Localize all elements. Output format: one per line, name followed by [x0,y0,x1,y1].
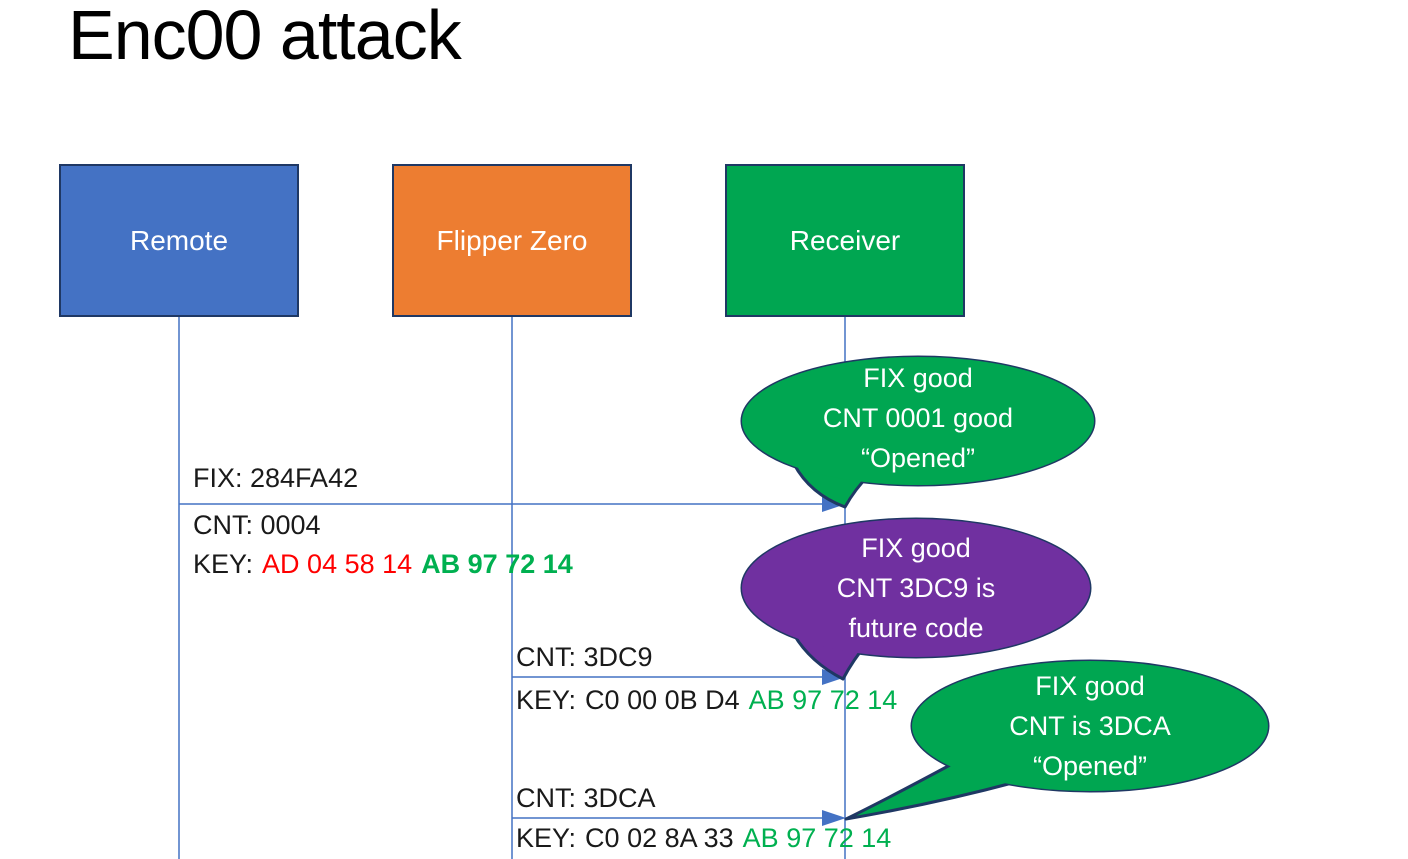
message-2-key-line: KEY: C0 00 0B D4 AB 97 72 14 [516,681,897,720]
message-1-key-line: KEY: AD 04 58 14 AB 97 72 14 [193,545,573,584]
callout-1-line-3: “Opened” [860,443,976,473]
callout-3-line-2: CNT is 3DCA [1009,711,1171,741]
actor-label-receiver: Receiver [789,224,901,256]
callout-3-line-3: “Opened” [1032,751,1148,781]
message-1-key-label: KEY: [193,549,254,579]
message-3-key-black-bytes: C0 02 8A 33 [585,823,734,853]
actor-box-remote: Remote [59,164,299,317]
message-3-key-green-bytes: AB 97 72 14 [742,823,892,853]
message-3-cnt-label: CNT: 3DCA [516,783,656,813]
message-3-key-label: KEY: [516,823,577,853]
callout-3-line-1: FIX good [1035,671,1145,701]
message-arrow-2-head [822,669,846,685]
actor-label-remote: Remote [129,224,229,256]
message-1-fix-label: FIX: 284FA42 [193,463,359,493]
callout-bubble-2-ellipse-fill [742,519,1090,657]
callout-bubble-3 [844,659,1270,821]
callout-text-2: FIX good CNT 3DC9 is future code [766,528,1066,648]
message-2-cnt-label: CNT: 3DC9 [516,642,653,672]
message-arrow-3 [512,810,846,826]
message-2-key-label: KEY: [516,685,577,715]
actor-box-receiver: Receiver [725,164,965,317]
callout-1-line-1: FIX good [863,363,973,393]
message-1-key-red-bytes: AD 04 58 14 [262,549,413,579]
callout-2-line-1: FIX good [861,533,971,563]
actor-box-flipper-zero: Flipper Zero [392,164,632,317]
message-2-key-black-bytes: C0 00 0B D4 [585,685,740,715]
callout-bubble-3-ellipse-fill [912,661,1268,791]
callout-1-line-2: CNT 0001 good [822,403,1014,433]
callout-text-1: FIX good CNT 0001 good “Opened” [768,358,1068,478]
page-title: Enc00 attack [68,0,462,74]
callout-text-3: FIX good CNT is 3DCA “Opened” [940,666,1240,786]
callout-bubble-1 [740,355,1096,509]
message-3-key-line: KEY: C0 02 8A 33 AB 97 72 14 [516,819,891,858]
message-1-body: CNT: 0004 KEY: AD 04 58 14 AB 97 72 14 [193,506,573,584]
message-1-key-green-bytes: AB 97 72 14 [421,549,573,579]
callout-bubble-3-tail [844,762,1018,821]
message-1-cnt-label: CNT: 0004 [193,510,321,540]
message-arrow-2 [512,669,846,685]
actor-label-flipper-zero: Flipper Zero [436,224,588,256]
callout-bubble-1-ellipse-fill [742,357,1094,485]
callout-2-line-2: CNT 3DC9 is [836,573,996,603]
message-2-key-green-bytes: AB 97 72 14 [748,685,898,715]
callout-2-line-3: future code [848,613,984,643]
callout-bubble-2 [740,517,1092,681]
message-arrow-3-head [822,810,846,826]
